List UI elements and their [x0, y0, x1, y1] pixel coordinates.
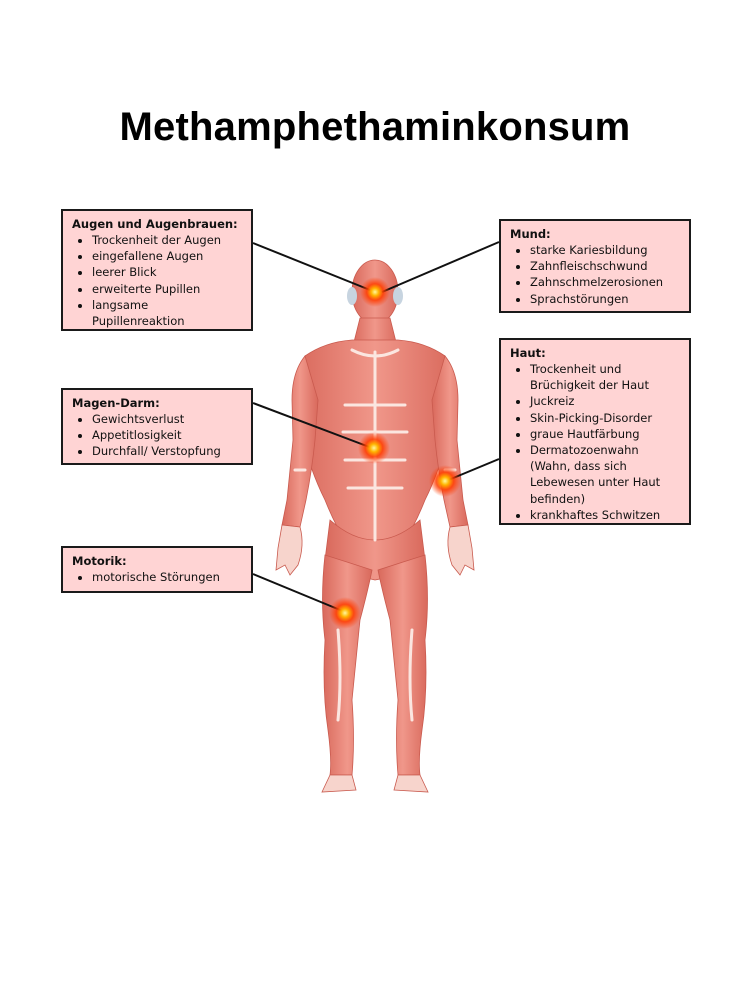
page-title: Methamphethaminkonsum	[119, 105, 631, 149]
callout-heading: Augen und Augenbrauen:	[72, 217, 238, 231]
list-item: langsame Pupillenreaktion	[92, 297, 243, 329]
list-item: Appetitlosigkeit	[92, 427, 243, 443]
list-item: Sprachstörungen	[530, 291, 681, 307]
callout-motor: Motorik: motorische Störungen	[61, 546, 253, 593]
list-item: motorische Störungen	[92, 569, 243, 585]
list-item: starke Kariesbildung	[530, 242, 681, 258]
hotspot-abdomen	[358, 432, 390, 464]
hotspot-knee	[329, 597, 361, 629]
callout-heading: Motorik:	[72, 554, 127, 568]
list-item: erweiterte Pupillen	[92, 281, 243, 297]
leader-line-eyes	[252, 242, 371, 291]
leader-line-gut	[252, 402, 373, 449]
list-item: Zahnschmelzerosionen	[530, 274, 681, 290]
list-item: Gewichtsverlust	[92, 411, 243, 427]
callout-mouth: Mund: starke Kariesbildung Zahnfleischsc…	[499, 219, 691, 313]
list-item: Zahnfleischschwund	[530, 258, 681, 274]
list-item: Trockenheit und Brüchigkeit der Haut	[530, 361, 681, 393]
list-item: Trockenheit der Augen	[92, 232, 243, 248]
callout-heading: Mund:	[510, 227, 551, 241]
list-item: Skin-Picking-Disorder	[530, 410, 681, 426]
callout-heading: Magen-Darm:	[72, 396, 160, 410]
list-item: eingefallene Augen	[92, 248, 243, 264]
list-item: graue Hautfärbung	[530, 426, 681, 442]
list-item: krankhaftes Schwitzen	[530, 507, 681, 523]
callout-heading: Haut:	[510, 346, 546, 360]
leader-line-mouth	[381, 241, 500, 293]
hotspot-face	[360, 277, 390, 307]
leader-line-motor	[252, 573, 346, 613]
list-item: Dermatozoenwahn (Wahn, dass sich Lebewes…	[530, 442, 681, 507]
callout-gastro: Magen-Darm: Gewichtsverlust Appetitlosig…	[61, 388, 253, 465]
leader-lines	[252, 241, 500, 613]
list-item: leerer Blick	[92, 264, 243, 280]
list-item: Juckreiz	[530, 393, 681, 409]
hotspots	[329, 277, 461, 629]
hotspot-wrist	[429, 465, 461, 497]
list-item: Durchfall/ Verstopfung	[92, 443, 243, 459]
callout-eyes: Augen und Augenbrauen: Trockenheit der A…	[61, 209, 253, 331]
callout-skin: Haut: Trockenheit und Brüchigkeit der Ha…	[499, 338, 691, 525]
